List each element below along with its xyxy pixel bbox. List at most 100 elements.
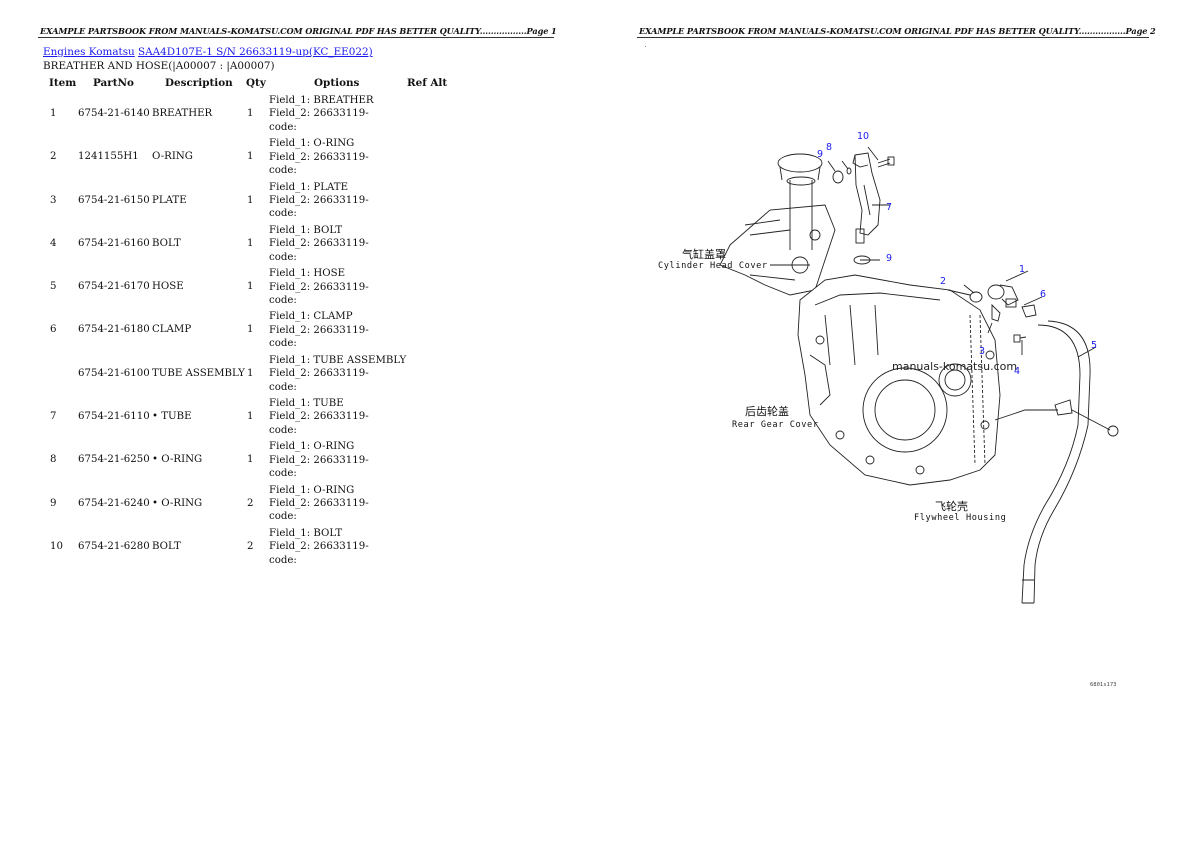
- cell-item: 4: [50, 237, 57, 249]
- breadcrumb-link-model[interactable]: SAA4D107E-1 S/N 26633119-up(KC_EE022): [138, 46, 373, 58]
- option-field2: Field_2: 26633119-: [269, 238, 369, 250]
- option-field1: Field_1: BREATHER: [269, 95, 374, 106]
- cell-item: 6: [50, 324, 57, 336]
- col-header-description: Description: [165, 77, 233, 89]
- callout-8: 8: [826, 142, 833, 153]
- cell-partno: 6754-21-6280: [78, 540, 150, 552]
- cell-qty: 1: [247, 411, 254, 423]
- cell-qty: 1: [247, 324, 254, 336]
- option-code: code:: [269, 165, 297, 177]
- figure-code: 6801s173: [1090, 682, 1117, 688]
- cell-partno: 1241155H1: [78, 151, 139, 163]
- label-cylinder-head-cn: 气缸盖罩: [682, 248, 726, 261]
- label-flywheel-en: Flywheel Housing: [914, 513, 1007, 523]
- callout-4: 4: [1014, 366, 1021, 377]
- cell-partno: 6754-21-6250: [78, 454, 150, 466]
- callout-5: 5: [1091, 340, 1098, 351]
- cell-item: 5: [50, 281, 57, 293]
- cell-options: Field_1: BREATHER Field_2: 26633119-code:: [269, 94, 374, 134]
- exploded-view-drawing: [719, 146, 1119, 604]
- cell-description: TUBE ASSEMBLY: [152, 367, 245, 379]
- callout-2: 2: [940, 276, 947, 287]
- breather-part-1: [987, 284, 1019, 308]
- breadcrumb-link-engines[interactable]: Engines Komatsu: [43, 46, 135, 58]
- o-ring-part-8: [846, 167, 852, 175]
- watermark: manuals-komatsu.com: [892, 360, 1018, 373]
- page-header: EXAMPLE PARTSBOOK FROM MANUALS-KOMATSU.C…: [40, 26, 557, 36]
- cell-qty: 1: [247, 151, 254, 163]
- cell-description: • O-RING: [152, 454, 203, 466]
- option-field1: Field_1: PLATE: [269, 181, 349, 193]
- page-2: EXAMPLE PARTSBOOK FROM MANUALS-KOMATSU.C…: [595, 0, 1190, 842]
- page-1: EXAMPLE PARTSBOOK FROM MANUALS-KOMATSU.C…: [0, 26, 595, 570]
- label-rear-gear-en: Rear Gear Cover: [732, 420, 819, 430]
- cell-qty: 1: [247, 367, 254, 379]
- cell-item: 10: [50, 540, 63, 552]
- option-field1: Field_1: TUBE: [269, 398, 344, 410]
- option-field1: Field_1: CLAMP: [269, 311, 353, 323]
- option-field2: Field_2: 26633119-: [269, 411, 369, 423]
- option-code: code:: [269, 208, 297, 220]
- callout-9: 9: [817, 149, 824, 160]
- page-dot: [645, 46, 646, 47]
- option-code: code:: [269, 295, 297, 306]
- option-field1: Field_1: BOLT: [269, 527, 343, 539]
- col-header-options: Options: [314, 77, 360, 89]
- option-field1: Field_1: O-RING: [269, 441, 355, 453]
- cell-description: HOSE: [152, 281, 184, 293]
- table-row: 8 6754-21-6250 • O-RING 1 Field_1: O-RIN…: [0, 440, 595, 483]
- option-code: code:: [269, 338, 297, 350]
- section-title: BREATHER AND HOSE(|A00007 : |A00007): [43, 60, 275, 72]
- option-field2: Field_2: 26633119-: [269, 541, 369, 553]
- option-field2: Field_2: 26633119-: [269, 324, 369, 336]
- callout-10: 10: [857, 131, 870, 142]
- callout-9-lower: 9: [886, 253, 893, 264]
- o-ring-part-2: [969, 291, 983, 303]
- cell-description: • TUBE: [152, 411, 192, 423]
- page-header: EXAMPLE PARTSBOOK FROM MANUALS-KOMATSU.C…: [639, 26, 1156, 36]
- cell-description: CLAMP: [152, 324, 192, 336]
- option-field1: Field_1: BOLT: [269, 224, 343, 236]
- option-code: code:: [269, 554, 297, 566]
- col-header-refalt: Ref Alt: [407, 77, 448, 89]
- cell-options: Field_1: BOLT Field_2: 26633119-code:: [269, 527, 369, 567]
- table-row: 1 6754-21-6140 BREATHER 1 Field_1: BREAT…: [0, 94, 595, 137]
- cell-item: 9: [50, 497, 57, 509]
- option-code: code:: [269, 468, 297, 480]
- cylinder-head-cover-drawing: [719, 153, 836, 296]
- table-row: 9 6754-21-6240 • O-RING 2 Field_1: O-RIN…: [0, 484, 595, 527]
- option-field2: Field_2: 26633119-: [269, 498, 369, 510]
- cell-partno: 6754-21-6150: [78, 194, 150, 206]
- option-code: code:: [269, 121, 297, 133]
- cell-qty: 2: [247, 497, 254, 509]
- option-field2: Field_2: 26633119-: [269, 108, 369, 120]
- breadcrumb: Engines Komatsu SAA4D107E-1 S/N 26633119…: [43, 46, 373, 58]
- cell-partno: 6754-21-6100: [78, 367, 150, 379]
- cell-item: 7: [50, 411, 57, 423]
- cell-description: BOLT: [152, 540, 181, 552]
- callout-1: 1: [1019, 264, 1026, 275]
- cell-description: O-RING: [152, 151, 193, 163]
- header-rule: [637, 37, 1149, 38]
- cell-partno: 6754-21-6140: [78, 108, 150, 119]
- option-field2: Field_2: 26633119-: [269, 454, 369, 466]
- label-cylinder-head-en: Cylinder Head Cover: [658, 261, 768, 271]
- option-field1: Field_1: O-RING: [269, 484, 355, 496]
- hose-part-5: [1021, 320, 1091, 604]
- cell-partno: 6754-21-6240: [78, 497, 150, 509]
- cell-item: 1: [50, 108, 57, 119]
- cell-partno: 6754-21-6170: [78, 281, 150, 293]
- option-code: code:: [269, 381, 297, 393]
- cell-qty: 1: [247, 281, 254, 293]
- o-ring-part-9: [832, 170, 844, 184]
